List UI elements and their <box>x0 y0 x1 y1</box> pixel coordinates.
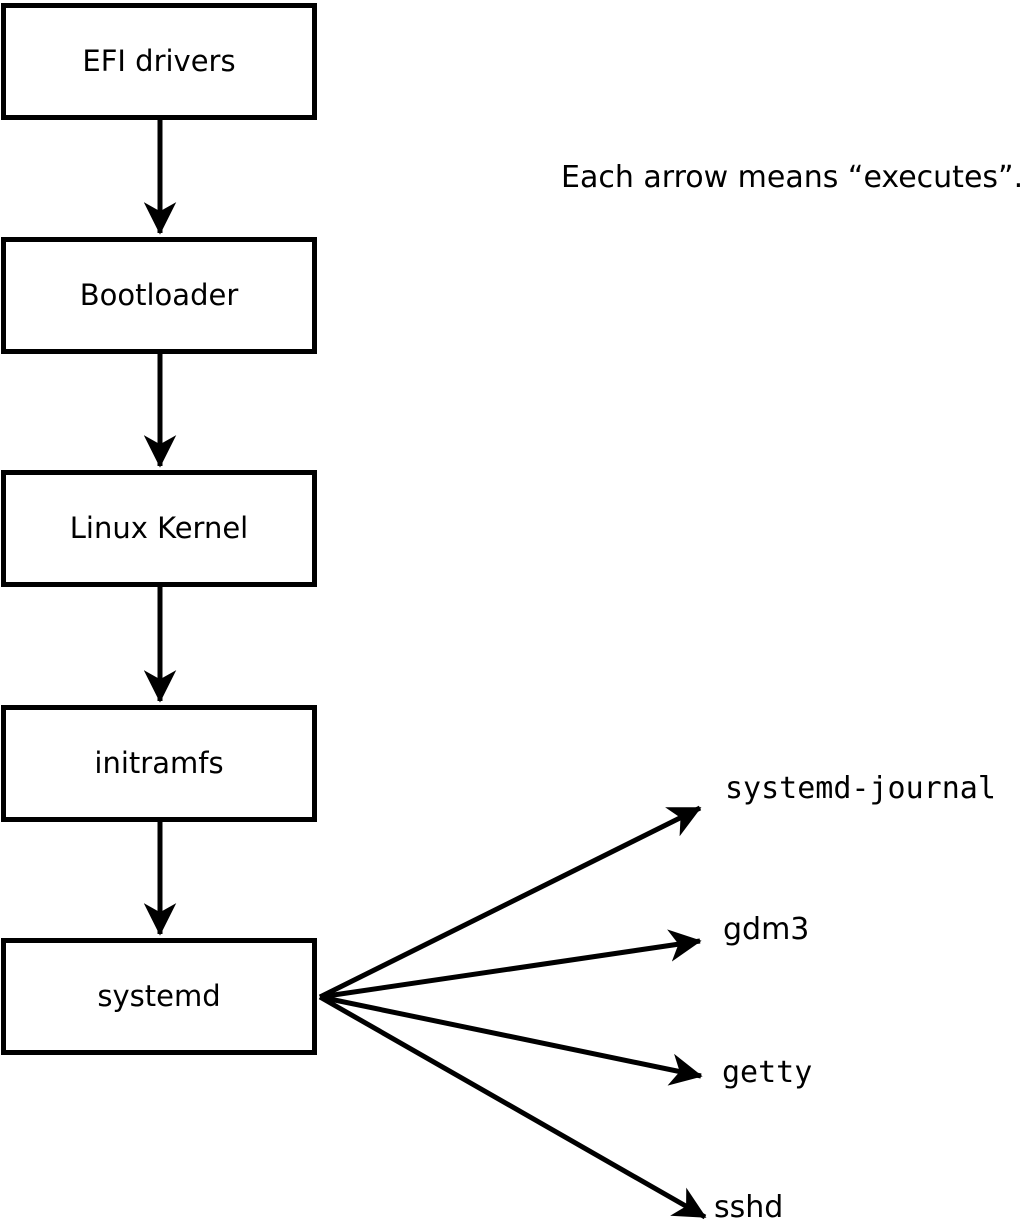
arrow-systemd-to-getty <box>319 994 703 1086</box>
node-linux-kernel: Linux Kernel <box>1 470 317 587</box>
target-systemd-journal: systemd-journal <box>725 771 996 806</box>
node-label: Linux Kernel <box>69 511 249 545</box>
target-sshd: sshd <box>714 1190 784 1225</box>
target-gdm3: gdm3 <box>723 912 810 947</box>
arrow-systemd-to-sshd <box>318 994 707 1220</box>
node-label: EFI drivers <box>82 44 236 78</box>
node-systemd: systemd <box>1 938 317 1055</box>
arrow-systemd-to-gdm3 <box>319 929 702 1000</box>
node-efi-drivers: EFI drivers <box>1 3 317 120</box>
node-label: Bootloader <box>79 278 239 312</box>
node-initramfs: initramfs <box>1 705 317 822</box>
node-bootloader: Bootloader <box>1 237 317 354</box>
node-label: systemd <box>97 979 221 1013</box>
arrow-systemd-to-journal <box>318 805 702 1000</box>
node-label: initramfs <box>94 746 224 780</box>
annotation-text: Each arrow means “executes”. <box>561 160 1023 195</box>
target-getty: getty <box>722 1055 813 1090</box>
